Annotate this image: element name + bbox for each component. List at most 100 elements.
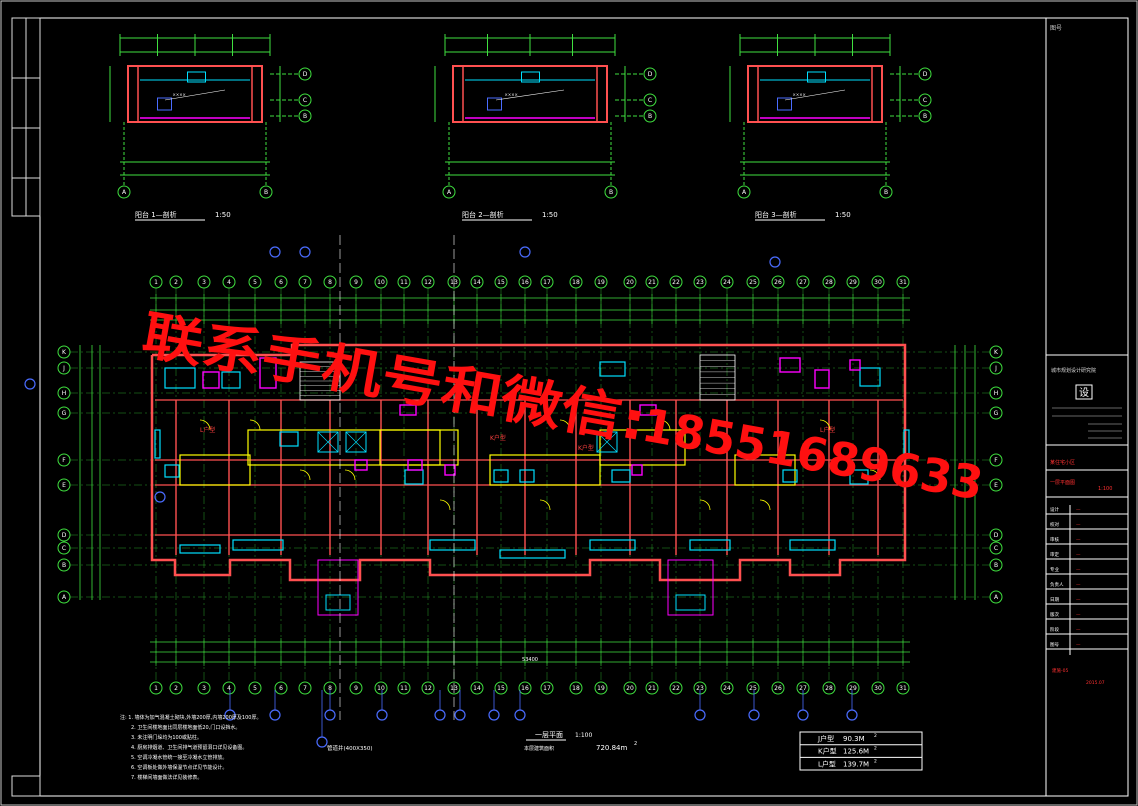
- detail-scale: 1:50: [215, 211, 231, 219]
- axis-bubble-label: 31: [899, 279, 907, 286]
- axis-bubble-label: 15: [497, 685, 505, 692]
- axis-bubble: [57, 528, 71, 542]
- axis-bubble-label: 28: [825, 279, 833, 286]
- company-logo: 设: [1079, 387, 1089, 399]
- area-sup: 2: [634, 741, 637, 747]
- axis-bubble-label: 10: [377, 685, 385, 692]
- axis-bubble: [349, 275, 363, 289]
- axis-bubble-label: J: [62, 365, 65, 372]
- axis-bubble-label: 14: [473, 685, 481, 692]
- axis-bubble: [989, 386, 1003, 400]
- axis-bubble-label: D: [994, 532, 999, 539]
- axis-bubble-label: 18: [572, 279, 580, 286]
- axis-bubble: [645, 681, 659, 695]
- axis-bubble: [518, 681, 532, 695]
- axis-bubble-label: A: [122, 189, 127, 196]
- axis-bubble-label: B: [264, 189, 268, 196]
- axis-bubble-label: 11: [400, 279, 408, 286]
- floor-plan: 1122334455667788991010111112121313141415…: [24, 235, 1003, 748]
- axis-bubble: [594, 681, 608, 695]
- axis-bubble-label: C: [62, 545, 66, 552]
- title-row-label: 审定: [1050, 551, 1059, 558]
- axis-bubble-label: 6: [279, 685, 283, 692]
- axis-bubble-label: 25: [749, 685, 757, 692]
- axis-bubble: [298, 681, 312, 695]
- axis-bubble-label: 5: [253, 279, 257, 286]
- title-row-value: —: [1076, 583, 1081, 588]
- axis-bubble-label: B: [303, 113, 307, 120]
- axis-bubble: [298, 93, 312, 107]
- axis-bubble: [518, 275, 532, 289]
- detail-caption: 阳台 1—剖析: [135, 210, 177, 219]
- title-row-value: —: [1076, 613, 1081, 618]
- note-line: 3. 未注明门垛均为100或贴柱。: [131, 734, 202, 741]
- axis-bubble: [669, 681, 683, 695]
- axis-bubble-label: E: [62, 482, 66, 489]
- axis-bubble: [117, 185, 131, 199]
- axis-bubble: [846, 275, 860, 289]
- note-line: 2. 卫生间楼地面比同层楼地面低20,门口设挡水。: [131, 724, 240, 731]
- drawing-scale: 1:100: [1098, 486, 1112, 492]
- axis-bubble: [746, 681, 760, 695]
- axis-bubble: [57, 590, 71, 604]
- axis-bubble-label: D: [62, 532, 67, 539]
- title-row-value: —: [1076, 568, 1081, 573]
- axis-bubble: [989, 345, 1003, 359]
- plan-caption: 一层平面 1:100 本层建筑面积 720.84m 2 管道井(400X350): [327, 731, 637, 752]
- axis-bubble-label: 26: [774, 279, 782, 286]
- axis-bubble: [822, 275, 836, 289]
- axis-bubble: [643, 67, 657, 81]
- project-name: 某住宅小区: [1050, 459, 1075, 466]
- axis-bubble-label: 24: [723, 685, 731, 692]
- axis-bubble-label: 18: [572, 685, 580, 692]
- axis-bubble-label: A: [62, 594, 67, 601]
- axis-bubble-label: 8: [328, 279, 332, 286]
- title-row-label: 负责人: [1050, 581, 1064, 588]
- title-row-value: —: [1076, 643, 1081, 648]
- axis-bubble-label: 10: [377, 279, 385, 286]
- axis-bubble-label: G: [994, 410, 999, 417]
- area-table-label: J户型: [817, 734, 834, 743]
- axis-bubble-label: A: [447, 189, 452, 196]
- axis-bubble: [374, 275, 388, 289]
- exterior-wall: [150, 343, 907, 582]
- title-row-label: 审核: [1050, 536, 1059, 543]
- axis-bubble-label: 6: [279, 279, 283, 286]
- axis-bubble-label: 14: [473, 279, 481, 286]
- plan-caption-title: 一层平面: [535, 731, 563, 739]
- axis-bubble-label: 12: [424, 685, 432, 692]
- axis-bubble: [989, 558, 1003, 572]
- unit-label: L户型: [820, 426, 835, 434]
- axis-bubble-label: A: [994, 594, 999, 601]
- axis-bubble: [643, 109, 657, 123]
- axis-bubble: [248, 275, 262, 289]
- title-row-value: —: [1076, 538, 1081, 543]
- axis-bubble: [569, 275, 583, 289]
- axis-bubble: [442, 185, 456, 199]
- title-block: 图号 城市规划设计研究院 设 某住宅小区 一层平面图 1:100 设计—校对—审…: [1045, 17, 1129, 797]
- unit-label: K户型: [490, 434, 506, 442]
- axis-bubble: [746, 275, 760, 289]
- axis-bubble-label: F: [994, 457, 998, 464]
- axis-bubble: [494, 681, 508, 695]
- total-dimension: 53400: [522, 657, 538, 663]
- axis-bubble-label: H: [994, 390, 999, 397]
- axis-bubble-label: B: [62, 562, 66, 569]
- axis-bubble: [989, 361, 1003, 375]
- axis-bubble: [274, 681, 288, 695]
- note-line: 7. 楼梯间墙面做法详见装修表。: [131, 774, 202, 781]
- axis-bubble-label: 29: [849, 685, 857, 692]
- axis-bubble: [737, 185, 751, 199]
- axis-bubble-label: 22: [672, 685, 680, 692]
- area-table-value: 90.3M: [843, 735, 865, 743]
- axis-bubble: [57, 453, 71, 467]
- axis-bubble: [623, 275, 637, 289]
- axis-bubble: [693, 275, 707, 289]
- axis-bubble-label: D: [648, 71, 653, 78]
- note-line: 6. 空调板处做外墙保温节点详见节能设计。: [131, 764, 227, 771]
- axis-bubble: [989, 590, 1003, 604]
- axis-bubble-label: 31: [899, 685, 907, 692]
- area-text: 本层建筑面积: [524, 745, 554, 752]
- area-table-label: K户型: [818, 747, 837, 756]
